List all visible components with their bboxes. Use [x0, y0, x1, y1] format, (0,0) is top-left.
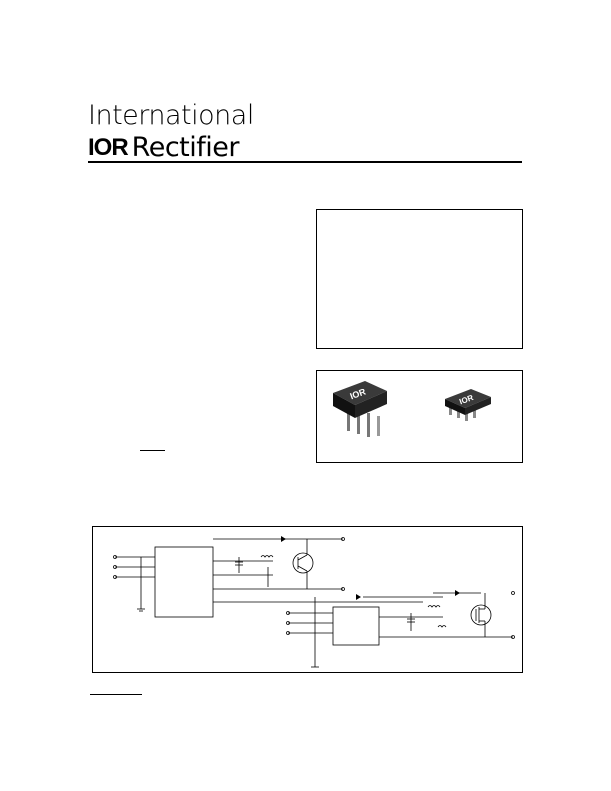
- packages-box: IOR IOR: [316, 370, 523, 463]
- brand-name-international: International: [88, 100, 254, 131]
- brand-logo: IOR Rectifier: [88, 134, 239, 162]
- footnote-rule: [90, 694, 142, 695]
- header-divider: [88, 161, 522, 163]
- ior-logo-mark: IOR: [88, 134, 129, 161]
- soic8-package-icon: IOR: [445, 389, 491, 421]
- typical-connection-diagram: [92, 526, 523, 673]
- brand-name-rectifier: Rectifier: [131, 132, 240, 163]
- typical-connection-schematic: [113, 536, 515, 668]
- dip8-package-icon: IOR: [333, 381, 387, 437]
- features-box: [316, 209, 523, 349]
- package-images: IOR IOR: [333, 381, 491, 437]
- short-rule: [140, 450, 165, 451]
